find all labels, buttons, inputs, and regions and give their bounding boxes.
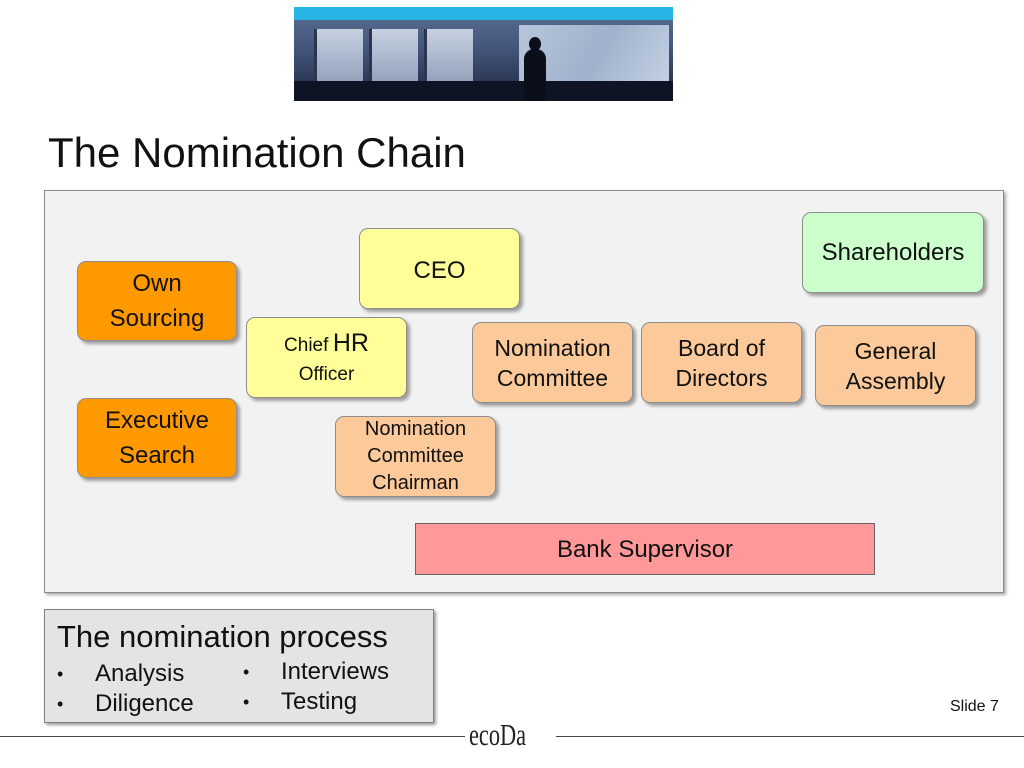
node-chief-hr-prefix: Chief (284, 334, 329, 356)
process-item-label: Interviews (281, 658, 390, 685)
process-box: The nomination process • Analysis • Inte… (44, 609, 434, 723)
node-bank-supervisor-label: Bank Supervisor (556, 535, 734, 563)
node-board-of-directors-label: Board of Directors (675, 334, 768, 391)
process-item-label: Testing (281, 688, 358, 715)
bullet-dot-icon: • (243, 692, 250, 712)
node-chief-hr-main: HR (332, 328, 369, 357)
bullet-dot-icon: • (243, 662, 250, 682)
banner-floor (294, 81, 673, 101)
node-board-of-directors: Board of Directors (641, 322, 802, 403)
node-ceo: CEO (359, 228, 520, 309)
node-chief-hr-officer: Chief HR Officer (246, 317, 407, 398)
node-general-assembly: General Assembly (815, 325, 976, 406)
bullet-dot-icon: • (57, 664, 64, 684)
node-nomination-committee-chairman: Nomination Committee Chairman (335, 416, 496, 497)
node-executive-search: Executive Search (77, 398, 237, 478)
footer-line (0, 736, 465, 737)
banner-top-stripe (294, 7, 673, 20)
banner-person (524, 49, 546, 101)
banner-window (369, 29, 418, 89)
bullet-dot-icon: • (57, 694, 64, 714)
node-chief-hr-suffix: Officer (298, 363, 355, 385)
slide-number: Slide 7 (950, 698, 999, 715)
header-banner-photo (294, 7, 673, 101)
slide-title: The Nomination Chain (48, 129, 466, 176)
node-executive-search-label: Executive Search (104, 407, 210, 469)
node-nomination-committee: Nomination Committee (472, 322, 633, 403)
node-own-sourcing: Own Sourcing (77, 261, 237, 341)
node-nomination-committee-label: Nomination Committee (494, 334, 611, 391)
node-shareholders: Shareholders (802, 212, 984, 293)
banner-window (314, 29, 363, 89)
process-title: The nomination process (57, 619, 388, 654)
footer-line (556, 736, 1024, 737)
node-shareholders-label: Shareholders (821, 239, 965, 266)
ecoda-logo: ecoDa (469, 717, 527, 752)
node-bank-supervisor: Bank Supervisor (415, 523, 875, 575)
node-ceo-label: CEO (413, 257, 466, 284)
banner-window (424, 29, 473, 89)
banner-person-head (529, 37, 541, 51)
node-own-sourcing-label: Own Sourcing (109, 270, 205, 332)
node-nomination-committee-chairman-label: Nomination Committee Chairman (364, 418, 467, 494)
process-item-label: Diligence (95, 690, 194, 717)
process-item-label: Analysis (95, 660, 185, 687)
node-general-assembly-label: General Assembly (845, 337, 946, 394)
